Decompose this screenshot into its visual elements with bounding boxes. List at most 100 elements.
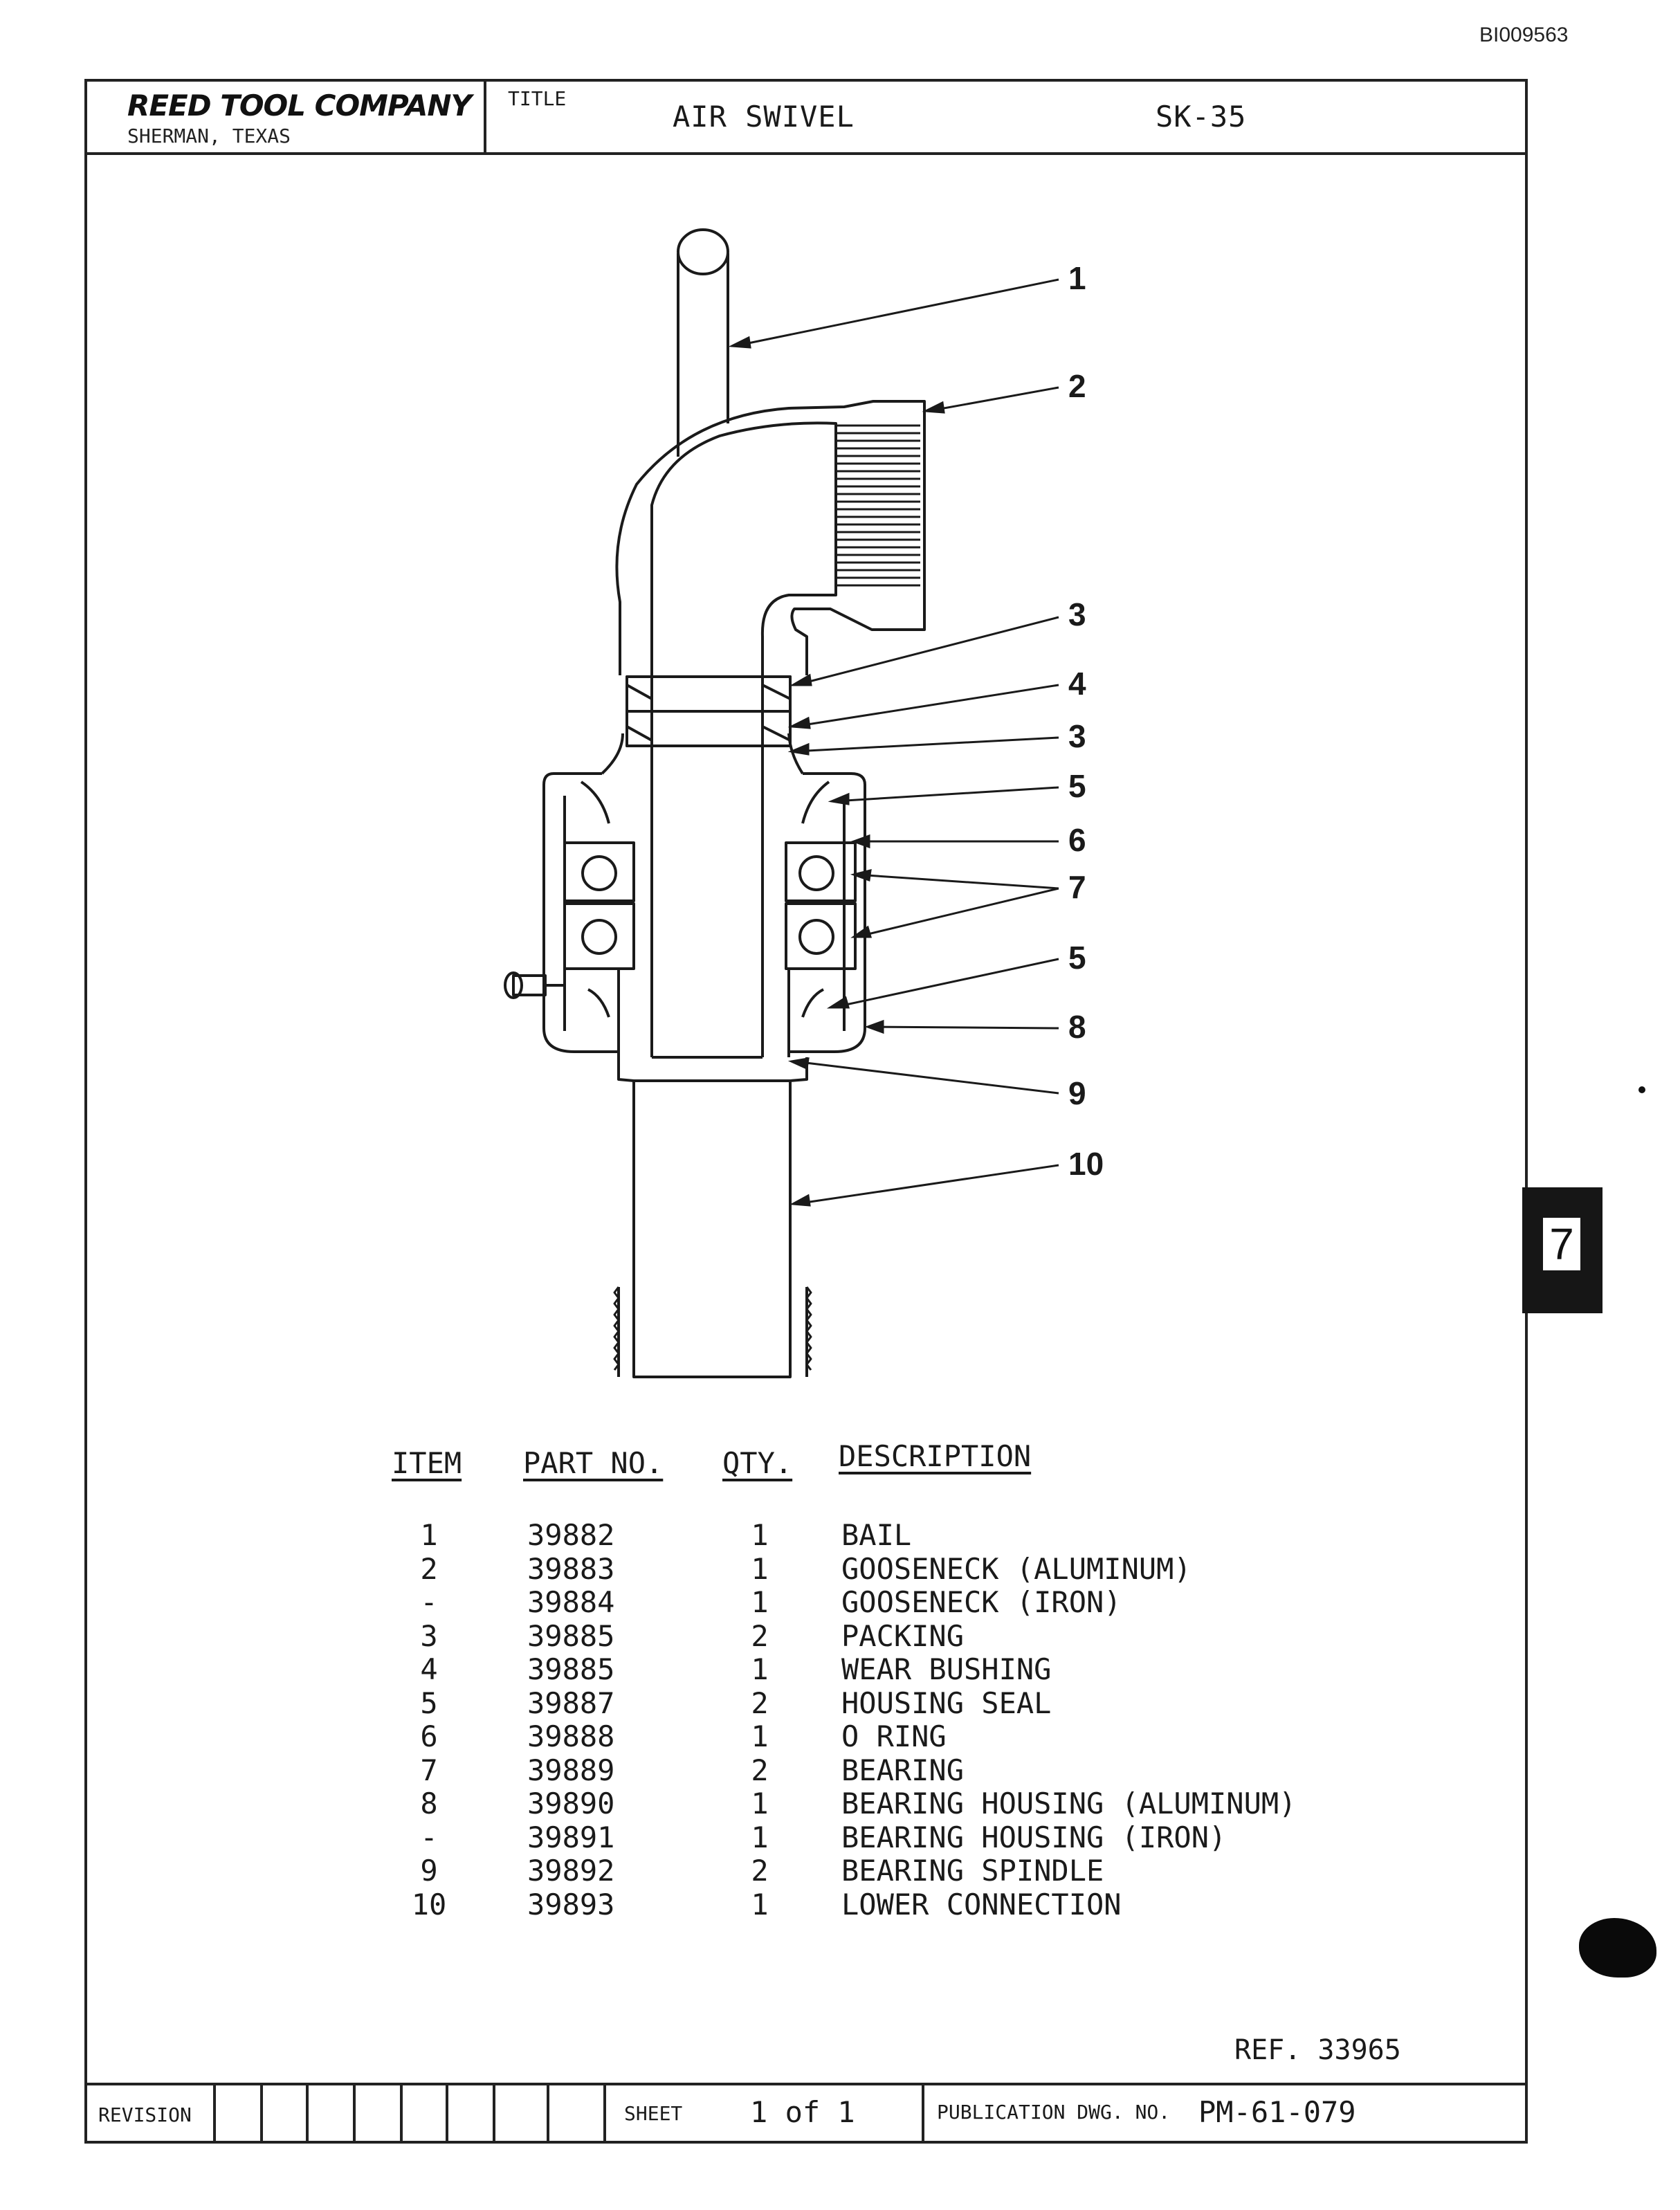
callout-3a: 3	[1068, 596, 1086, 632]
row-item: 10	[411, 1887, 447, 1921]
gooseneck-part	[615, 400, 926, 675]
row-qty: 1	[751, 1652, 769, 1686]
callout-7: 7	[1068, 869, 1086, 905]
row-description: BEARING	[841, 1753, 965, 1787]
title-label: TITLE	[508, 87, 567, 110]
row-item: 2	[420, 1551, 438, 1586]
row-description: WEAR BUSHING	[841, 1652, 1052, 1686]
packing-block	[626, 675, 792, 747]
revision-label: REVISION	[98, 2103, 192, 2126]
bearing-housing	[542, 733, 866, 1053]
row-part-no: 39884	[527, 1585, 615, 1619]
company-location: SHERMAN, TEXAS	[127, 125, 291, 147]
drawing-code: SK-35	[1156, 100, 1247, 134]
sheet-value: 1 of 1	[750, 2095, 855, 2129]
row-item: 5	[420, 1686, 438, 1720]
publication-number: PM-61-079	[1198, 2095, 1356, 2129]
drawing-frame	[84, 79, 1528, 2144]
lower-connection	[613, 1057, 812, 1378]
bearing-right	[785, 841, 857, 970]
row-qty: 2	[751, 1618, 769, 1653]
bearing-left	[563, 841, 635, 970]
title-block-divider	[484, 79, 486, 152]
row-qty: 2	[751, 1753, 769, 1787]
row-part-no: 39892	[527, 1854, 615, 1888]
row-description: PACKING	[841, 1618, 965, 1653]
row-part-no: 39888	[527, 1719, 615, 1753]
row-description: BEARING SPINDLE	[841, 1854, 1104, 1888]
row-qty: 1	[751, 1719, 769, 1753]
grease-fitting	[504, 971, 565, 999]
revision-cell-divider	[603, 2085, 606, 2144]
section-tab: 7	[1522, 1187, 1603, 1313]
header-qty: QTY.	[722, 1446, 793, 1480]
row-description: BEARING HOUSING (ALUMINUM)	[841, 1787, 1297, 1820]
document-id: BI009563	[1479, 24, 1569, 46]
row-description: HOUSING SEAL	[841, 1686, 1052, 1720]
housing-seals	[580, 780, 830, 1018]
company-name: REED TOOL COMPANY	[127, 89, 472, 122]
row-part-no: 39885	[527, 1652, 615, 1686]
row-description: BEARING HOUSING (IRON)	[841, 1820, 1227, 1854]
row-description: LOWER CONNECTION	[841, 1887, 1122, 1921]
revision-cell-divider	[547, 2085, 549, 2144]
row-qty: 1	[751, 1585, 769, 1619]
row-part-no: 39887	[527, 1686, 615, 1720]
callout-1: 1	[1068, 260, 1086, 296]
revision-cell-divider	[446, 2085, 448, 2144]
callout-3b: 3	[1068, 718, 1086, 754]
revision-cell-divider	[353, 2085, 356, 2144]
header-item: ITEM	[392, 1446, 462, 1480]
title-block: REED TOOL COMPANY SHERMAN, TEXAS TITLE A…	[84, 79, 1528, 155]
header-part-no: PART NO.	[523, 1446, 664, 1480]
leader-lines	[728, 278, 1059, 1207]
row-part-no: 39893	[527, 1887, 615, 1921]
revision-cell-divider	[260, 2085, 263, 2144]
row-qty: 1	[751, 1887, 769, 1921]
reference-number: REF. 33965	[1234, 2034, 1401, 2066]
footer-divider	[922, 2085, 924, 2144]
callout-2: 2	[1068, 368, 1086, 404]
row-item: -	[420, 1820, 438, 1854]
row-description: BAIL	[841, 1518, 912, 1552]
row-item: 3	[420, 1618, 438, 1653]
revision-cell-divider	[400, 2085, 403, 2144]
row-qty: 2	[751, 1686, 769, 1720]
callout-4: 4	[1068, 666, 1086, 702]
row-item: 4	[420, 1652, 438, 1686]
callout-10: 10	[1068, 1146, 1104, 1182]
row-part-no: 39885	[527, 1618, 615, 1653]
bearing-spindle	[617, 747, 790, 1059]
row-item: 6	[420, 1719, 438, 1753]
callout-6: 6	[1068, 822, 1086, 858]
bail-part	[677, 228, 729, 457]
row-item: 1	[420, 1518, 438, 1552]
row-part-no: 39882	[527, 1518, 615, 1552]
callout-9: 9	[1068, 1075, 1086, 1111]
row-qty: 1	[751, 1551, 769, 1586]
row-part-no: 39889	[527, 1753, 615, 1787]
ink-blot	[1579, 1918, 1656, 1978]
row-qty: 2	[751, 1854, 769, 1888]
row-part-no: 39891	[527, 1820, 615, 1854]
row-part-no: 39890	[527, 1787, 615, 1820]
row-part-no: 39883	[527, 1551, 615, 1586]
drawing-title: AIR SWIVEL	[673, 100, 855, 134]
row-description: O RING	[841, 1719, 947, 1753]
row-item: -	[420, 1585, 438, 1619]
revision-strip: REVISION SHEET 1 of 1 PUBLICATION DWG. N…	[84, 2083, 1528, 2144]
row-description: GOOSENECK (IRON)	[841, 1585, 1122, 1619]
callout-8: 8	[1068, 1009, 1086, 1045]
section-tab-number: 7	[1543, 1218, 1580, 1270]
row-item: 9	[420, 1854, 438, 1888]
publication-label: PUBLICATION DWG. NO.	[937, 2101, 1171, 2124]
row-qty: 1	[751, 1518, 769, 1552]
ink-speck	[1638, 1086, 1645, 1093]
row-qty: 1	[751, 1787, 769, 1820]
row-qty: 1	[751, 1820, 769, 1854]
revision-cell-divider	[493, 2085, 495, 2144]
sheet-label: SHEET	[624, 2102, 683, 2125]
callout-5a: 5	[1068, 768, 1086, 804]
callout-5b: 5	[1068, 940, 1086, 976]
